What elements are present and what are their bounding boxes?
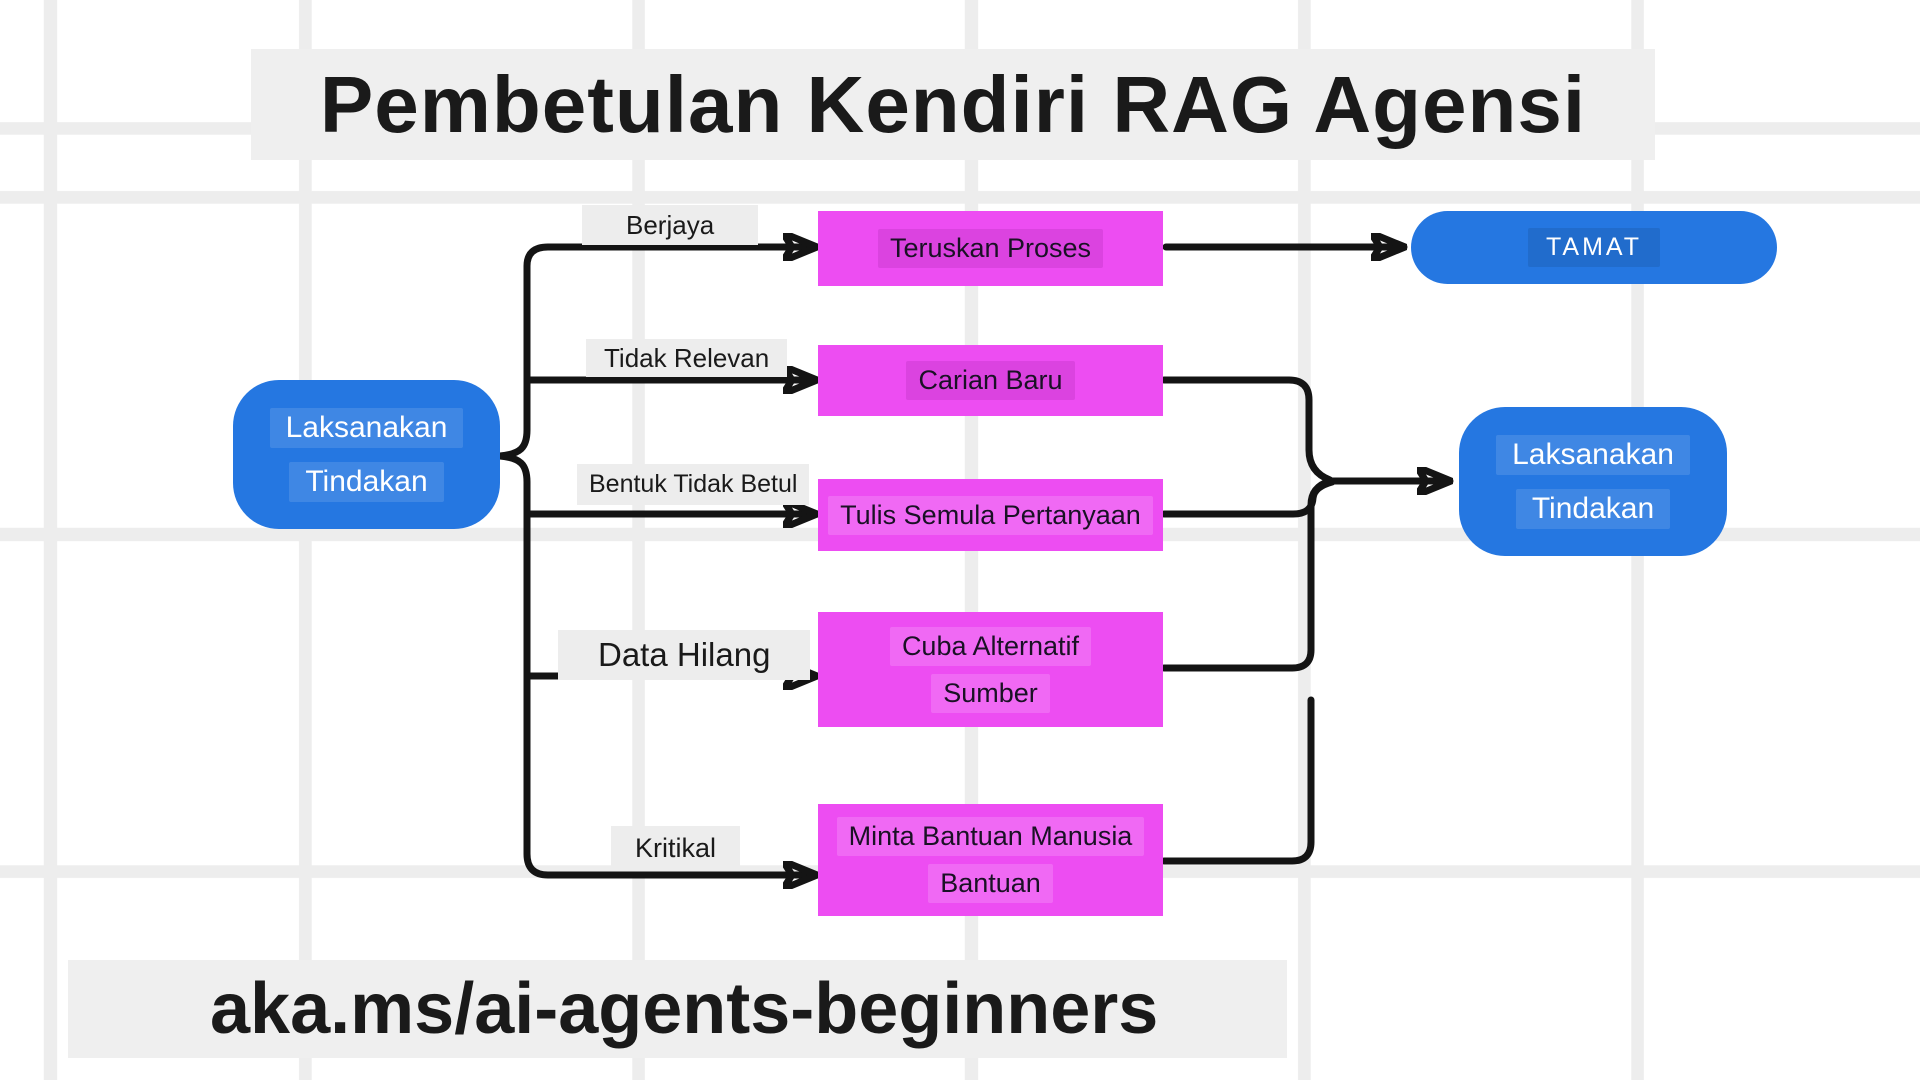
condition-label-tidak-relevan: Tidak Relevan xyxy=(586,339,788,377)
end-node-line1: Laksanakan xyxy=(1496,434,1690,475)
action-text: Teruskan Proses xyxy=(877,229,1104,268)
condition-label-berjaya: Berjaya xyxy=(582,205,759,245)
edge-carian-to-funnel xyxy=(1160,376,1334,484)
footer-url[interactable]: aka.ms/ai-agents-beginners xyxy=(210,969,1159,1049)
condition-text: Tidak Relevan xyxy=(604,342,770,373)
condition-text: Bentuk Tidak Betul xyxy=(589,470,798,498)
action-node-teruskan-proses: Teruskan Proses xyxy=(818,211,1163,286)
start-node-line2: Tindakan xyxy=(289,461,444,502)
action-text: Tulis Semula Pertanyaan xyxy=(828,495,1153,535)
action-node-carian-baru: Carian Baru xyxy=(818,345,1163,416)
edge-minta-to-funnel xyxy=(1160,696,1315,865)
condition-label-bentuk-tidak-betul: Bentuk Tidak Betul xyxy=(577,464,810,505)
node-start-laksanakan-tindakan: Laksanakan Tindakan xyxy=(233,380,500,529)
edge-start-to-berjaya xyxy=(496,247,820,460)
title-banner: Pembetulan Kendiri RAG Agensi xyxy=(251,49,1655,160)
condition-text: Kritikal xyxy=(635,832,717,863)
condition-text: Data Hilang xyxy=(598,636,771,673)
action-text-line2: Bantuan xyxy=(928,864,1053,903)
action-text-line2: Sumber xyxy=(931,673,1050,713)
edge-start-to-kritikal xyxy=(496,452,820,875)
node-end-laksanakan-tindakan: Laksanakan Tindakan xyxy=(1459,407,1727,556)
end-node-line2: Tindakan xyxy=(1515,488,1671,529)
node-tamat-terminal: TAMAT xyxy=(1411,211,1777,284)
footer-banner: aka.ms/ai-agents-beginners xyxy=(68,960,1287,1058)
action-node-tulis-semula-pertanyaan: Tulis Semula Pertanyaan xyxy=(818,479,1163,551)
action-text-line1: Cuba Alternatif xyxy=(889,626,1092,666)
page-title: Pembetulan Kendiri RAG Agensi xyxy=(319,59,1587,149)
action-text: Carian Baru xyxy=(906,361,1075,400)
edge-cuba-to-funnel xyxy=(1160,477,1334,672)
action-text-line1: Minta Bantuan Manusia xyxy=(836,817,1145,856)
start-node-line1: Laksanakan xyxy=(269,407,464,448)
condition-label-data-hilang: Data Hilang xyxy=(558,630,811,680)
edge-tulis-to-funnel xyxy=(1160,478,1336,518)
condition-label-kritikal: Kritikal xyxy=(611,826,741,870)
condition-text: Berjaya xyxy=(626,209,715,240)
action-node-minta-bantuan-manusia: Minta Bantuan Manusia Bantuan xyxy=(818,804,1163,916)
action-node-cuba-alternatif-sumber: Cuba Alternatif Sumber xyxy=(818,612,1163,727)
tamat-label: TAMAT xyxy=(1527,228,1660,267)
